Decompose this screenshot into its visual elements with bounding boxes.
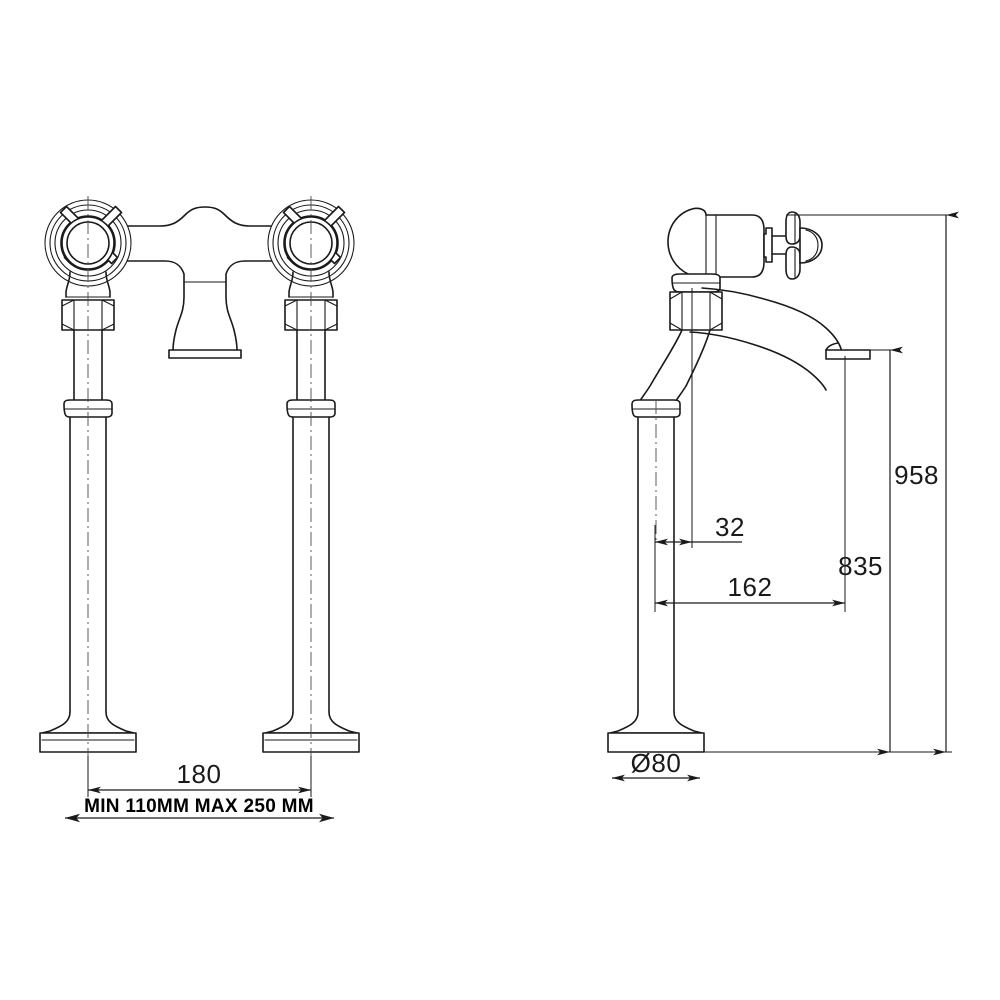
dim-835-label: 835	[838, 551, 883, 581]
dimension-min-max: MIN 110MM MAX 250 MM	[65, 796, 334, 823]
dimension-162: 162	[655, 572, 845, 607]
side-standpipe	[607, 329, 711, 753]
front-bridge-body	[104, 206, 306, 359]
dim-32-label: 32	[715, 512, 745, 542]
side-valve-head	[667, 207, 823, 287]
front-left-handle-assembly	[39, 196, 137, 790]
dimension-958: 958	[894, 211, 959, 756]
dimension-diameter-80: Ø80	[612, 748, 700, 782]
dim-180-label: 180	[177, 759, 222, 789]
side-view-group: 32 162 835 958 Ø80	[607, 207, 959, 782]
front-right-cross-arms	[282, 205, 346, 270]
front-left-collar	[63, 399, 113, 418]
side-extension-lines	[654, 214, 952, 753]
front-view-group: 180 MIN 110MM MAX 250 MM	[39, 196, 360, 823]
side-hex-nut	[669, 273, 723, 331]
dim-min-max-label: MIN 110MM MAX 250 MM	[84, 796, 314, 817]
dim-162-label: 162	[728, 572, 773, 602]
dim-958-label: 958	[894, 460, 939, 490]
dim-d80-label: Ø80	[631, 748, 682, 778]
side-spout	[689, 287, 871, 391]
dimension-32: 32	[655, 512, 745, 546]
front-right-collar	[286, 399, 336, 418]
dimension-180: 180	[87, 756, 312, 797]
front-right-handle-assembly	[262, 196, 360, 790]
dimension-835: 835	[838, 346, 903, 756]
